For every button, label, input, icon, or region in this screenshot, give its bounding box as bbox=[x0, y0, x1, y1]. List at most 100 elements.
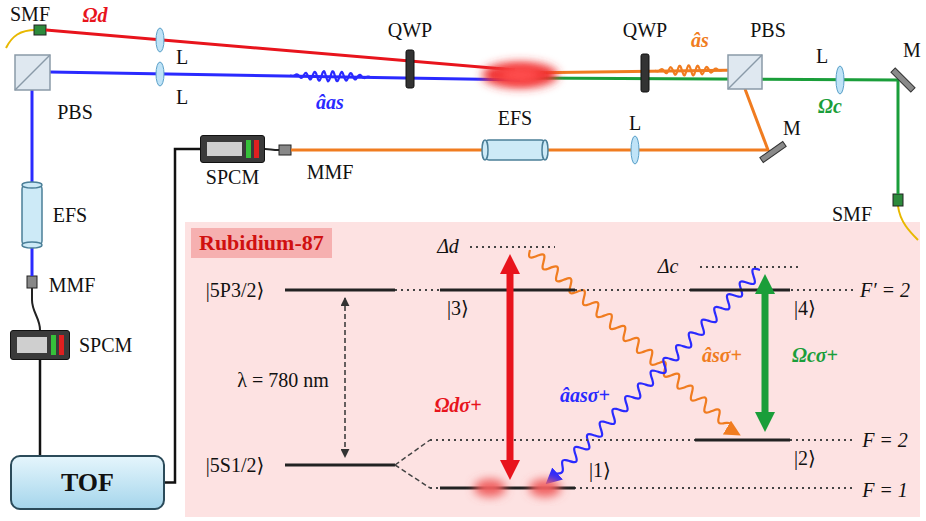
label: |1⟩ bbox=[589, 459, 611, 481]
label: |3⟩ bbox=[447, 297, 469, 319]
energy-levels bbox=[395, 465, 430, 488]
cable bbox=[39, 360, 42, 455]
label: F = 2 bbox=[862, 429, 908, 451]
etalon-filters bbox=[485, 140, 545, 160]
coupling-arrows bbox=[510, 262, 765, 472]
detector-face bbox=[201, 136, 264, 162]
label: Δd bbox=[437, 235, 459, 257]
lenses bbox=[156, 28, 164, 52]
label: SMF bbox=[10, 3, 50, 25]
fibers bbox=[279, 145, 291, 155]
label: Ωcσ+ bbox=[792, 344, 838, 366]
label: PBS bbox=[750, 19, 786, 41]
label: SMF bbox=[832, 203, 872, 225]
panel-title: Rubidium-87 bbox=[191, 228, 332, 258]
cell bbox=[482, 62, 558, 88]
energy-levels bbox=[430, 439, 855, 441]
fibers bbox=[27, 276, 37, 288]
label: âsσ+ bbox=[702, 344, 742, 366]
label: F = 1 bbox=[862, 479, 908, 501]
atom-cloud bbox=[529, 479, 561, 497]
signal-photon bbox=[529, 250, 738, 434]
label: Ωdσ+ bbox=[434, 394, 481, 416]
fibers bbox=[32, 288, 40, 330]
label: QWP bbox=[623, 19, 667, 41]
beam-splitters bbox=[728, 55, 762, 89]
energy-levels bbox=[285, 289, 395, 292]
level-panel bbox=[185, 222, 920, 517]
fibers bbox=[6, 25, 918, 330]
fibers bbox=[898, 206, 918, 240]
energy-levels bbox=[285, 464, 395, 467]
cell bbox=[500, 68, 540, 82]
detector-led bbox=[59, 335, 64, 355]
beam-splitters bbox=[15, 55, 50, 90]
detector-led bbox=[51, 335, 56, 355]
lenses bbox=[156, 62, 164, 86]
photon-waves bbox=[290, 65, 760, 482]
detector-led bbox=[254, 140, 259, 158]
energy-levels bbox=[690, 289, 790, 292]
label: Δc bbox=[658, 255, 679, 277]
waveplates bbox=[406, 50, 649, 92]
antistokes-photon bbox=[548, 269, 760, 482]
fibers bbox=[265, 149, 279, 150]
label: Ωc bbox=[818, 95, 842, 117]
energy-levels bbox=[695, 439, 790, 442]
fibers bbox=[34, 25, 46, 35]
label: |5S1/2⟩ bbox=[206, 454, 265, 476]
energy-levels bbox=[700, 266, 800, 268]
beam-splitters bbox=[15, 55, 50, 90]
mirrors bbox=[891, 68, 915, 92]
label: L bbox=[629, 112, 641, 134]
coupling-arrows bbox=[762, 282, 769, 424]
antistokes-pulse bbox=[290, 71, 370, 81]
detector-face bbox=[11, 331, 69, 359]
label: EFS bbox=[53, 204, 87, 226]
lenses bbox=[156, 28, 844, 164]
etalon-filters bbox=[22, 182, 42, 188]
energy-levels bbox=[344, 298, 346, 457]
lenses bbox=[631, 136, 639, 164]
atom-cloud bbox=[474, 479, 506, 497]
label: âas bbox=[316, 91, 344, 113]
detector-window bbox=[207, 142, 242, 156]
box-label: TOF bbox=[61, 468, 114, 498]
cell bbox=[482, 62, 558, 88]
label: L bbox=[176, 46, 188, 68]
detector: SPCM bbox=[10, 330, 70, 360]
energy-levels bbox=[395, 440, 430, 465]
detector: SPCM bbox=[200, 135, 265, 163]
etalon-filters bbox=[482, 140, 488, 160]
detector-window bbox=[17, 337, 47, 353]
label: |2⟩ bbox=[794, 447, 816, 469]
etalon-filters bbox=[542, 140, 548, 160]
lenses bbox=[836, 66, 844, 94]
label: |4⟩ bbox=[794, 297, 816, 319]
label: Ωd bbox=[83, 4, 108, 26]
energy-levels bbox=[470, 246, 555, 248]
beams bbox=[50, 72, 520, 80]
mirrors bbox=[760, 68, 915, 163]
beam-splitters bbox=[15, 55, 762, 90]
label: λ = 780 nm bbox=[237, 369, 329, 391]
beams bbox=[32, 30, 898, 276]
label: |5P3/2⟩ bbox=[206, 279, 265, 301]
beams bbox=[525, 78, 898, 194]
label: âs bbox=[691, 29, 709, 51]
label: L bbox=[816, 45, 828, 67]
atom-cloud bbox=[474, 479, 561, 497]
label: MMF bbox=[307, 161, 354, 183]
coupling-arrows bbox=[507, 262, 514, 472]
fibers bbox=[6, 30, 36, 48]
detector-led bbox=[246, 140, 251, 158]
cable bbox=[165, 149, 200, 483]
label: PBS bbox=[57, 101, 93, 123]
label: M bbox=[783, 117, 801, 139]
label: QWP bbox=[388, 19, 432, 41]
